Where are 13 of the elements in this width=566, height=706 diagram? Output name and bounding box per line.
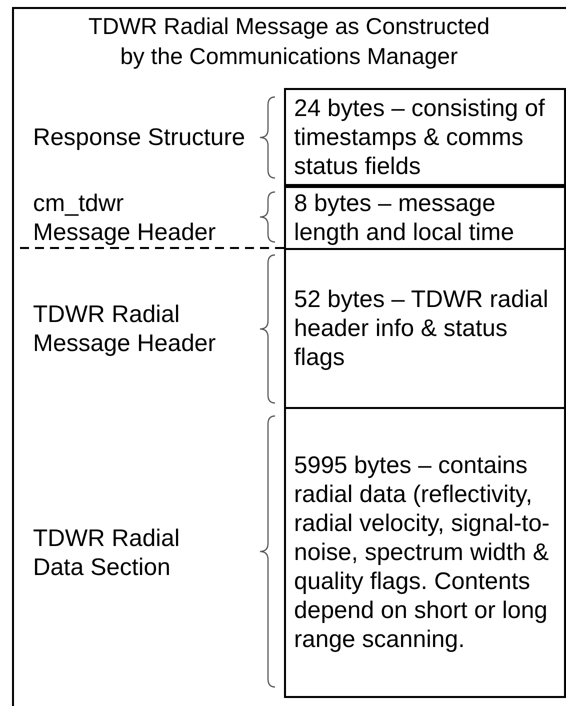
section-label: TDWR Radial Message Header [33,300,217,358]
field-description: 52 bytes – TDWR radial header info & status flags [294,285,550,372]
message-field-box [284,186,566,250]
diagram-title: TDWR Radial Message as Constructed by the Communications Manager [87,12,491,71]
field-description: 5995 bytes – contains radial data (reflectivity, radial velocity, signal-to-noise, spectrum width & quality flags. Contents depend on short or long range scanning. [294,451,551,654]
section-label: Response Structure [33,122,246,152]
field-description: 24 bytes – consisting of timestamps & comms status fields [294,94,546,180]
section-label: cm_tdwr Message Header [33,189,217,247]
message-field-box [284,88,566,186]
section-label: TDWR Radial Data Section [33,524,181,582]
field-description: 8 bytes – message length and local time [294,189,516,247]
message-field-box [284,248,566,409]
message-field-box [284,407,566,698]
